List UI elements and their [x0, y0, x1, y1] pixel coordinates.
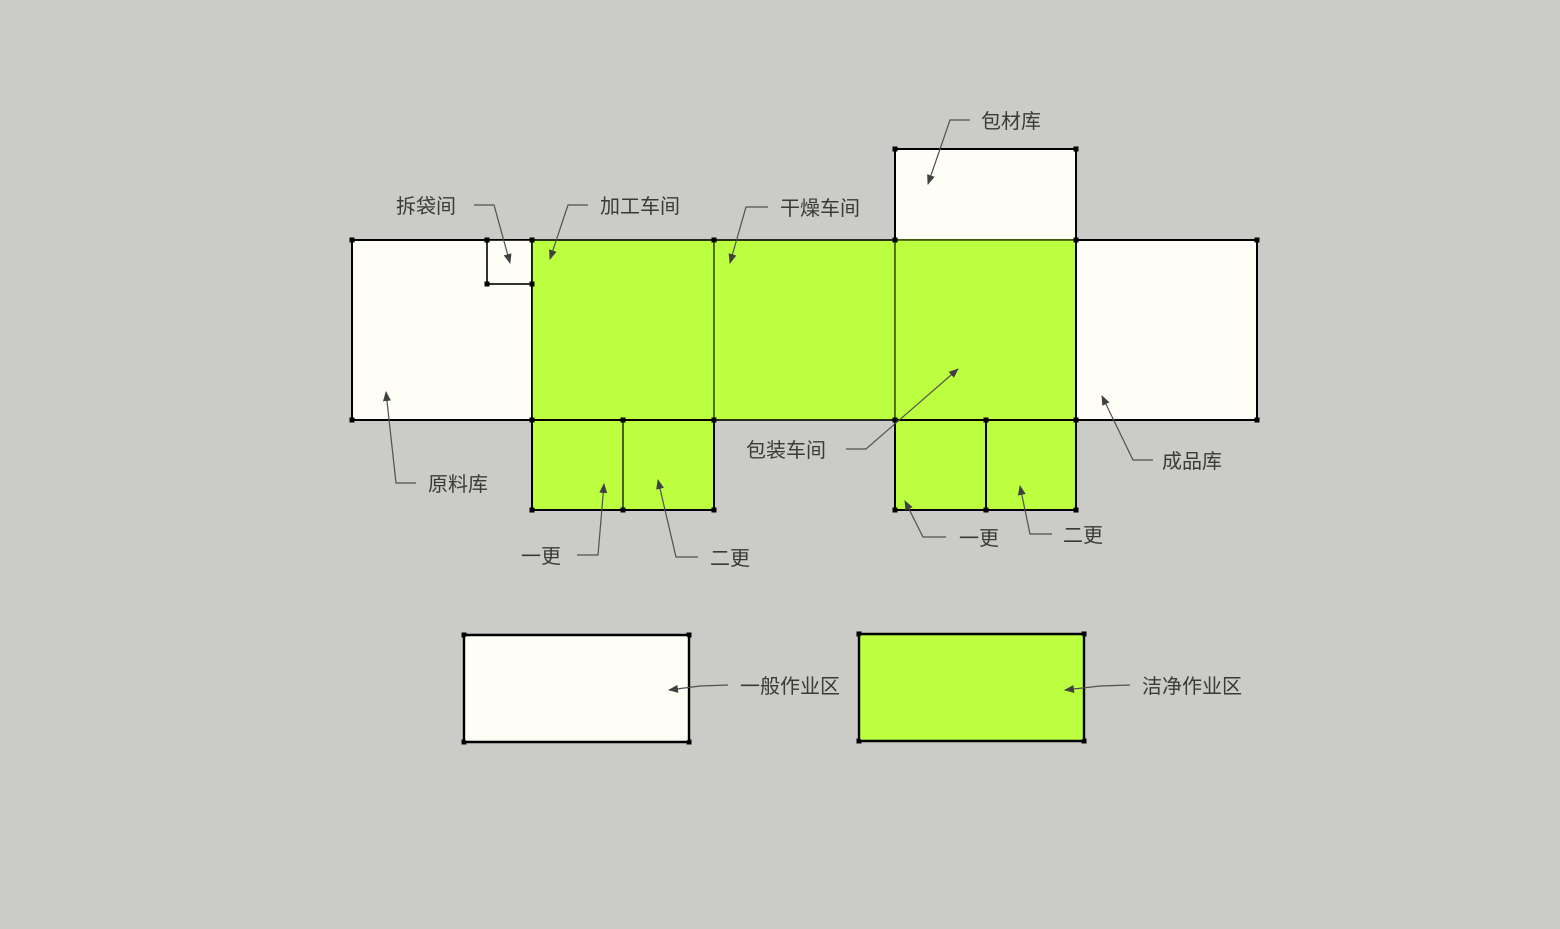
leader-packaging-workshop — [846, 368, 959, 450]
room-changing-room-1-left — [531, 419, 624, 511]
vertex-marker — [620, 417, 626, 423]
vertex-marker — [484, 281, 490, 287]
vertex-marker — [892, 507, 898, 513]
vertex-marker — [1081, 738, 1087, 744]
vertex-marker — [1073, 237, 1079, 243]
vertex-marker — [711, 417, 717, 423]
vertex-marker — [892, 237, 898, 243]
room-drying-workshop — [713, 239, 896, 421]
room-processing-workshop — [531, 239, 715, 421]
leader-changing-room-1-left — [577, 483, 608, 556]
label-raw-material-store: 原料库 — [428, 472, 488, 496]
vertex-marker — [1254, 417, 1260, 423]
vertex-marker — [1254, 237, 1260, 243]
vertex-marker — [1081, 631, 1087, 637]
room-changing-room-2-right — [985, 419, 1077, 511]
label-unbagging-room: 拆袋间 — [396, 194, 456, 218]
vertex-marker — [711, 237, 717, 243]
room-packaging-workshop — [894, 239, 1077, 421]
label-processing-workshop: 加工车间 — [600, 194, 680, 218]
vertex-marker — [711, 507, 717, 513]
legend-swatch-general-zone — [462, 633, 691, 744]
label-changing-room-1-right: 一更 — [959, 526, 999, 550]
label-changing-room-1-left: 一更 — [521, 544, 561, 568]
leader-lines — [383, 119, 1153, 693]
vertex-marker — [856, 738, 862, 744]
label-drying-workshop: 干燥车间 — [780, 196, 860, 220]
label-general-zone: 一般作业区 — [740, 674, 840, 698]
leader-processing-workshop — [549, 204, 588, 260]
vertex-marker — [686, 632, 692, 638]
vertex-marker — [349, 237, 355, 243]
vertex-marker — [1073, 507, 1079, 513]
rooms — [351, 148, 1258, 511]
label-clean-zone: 洁净作业区 — [1142, 674, 1242, 698]
vertex-marker — [983, 507, 989, 513]
vertex-marker — [1073, 146, 1079, 152]
labels: 拆袋间 加工车间 干燥车间 包材库 包装车间 原料库 成品库 一更 二更 一更 … — [396, 109, 1242, 698]
vertex-marker — [1073, 417, 1079, 423]
vertex-marker — [461, 632, 467, 638]
room-packaging-material-store — [894, 148, 1077, 241]
vertex-marker — [529, 507, 535, 513]
leader-changing-room-2-left — [656, 479, 698, 558]
label-packaging-workshop: 包装车间 — [746, 438, 826, 462]
leader-changing-room-2-right — [1017, 485, 1052, 535]
leader-general-zone — [668, 684, 729, 693]
vertex-marker — [983, 417, 989, 423]
leader-unbagging-room — [474, 204, 512, 264]
vertex-marker — [349, 417, 355, 423]
legend — [462, 632, 1086, 744]
vertex-marker — [529, 237, 535, 243]
vertex-marker — [529, 417, 535, 423]
vertex-marker — [484, 237, 490, 243]
room-finished-goods-store — [1075, 239, 1258, 421]
room-changing-room-1-right — [894, 419, 987, 511]
leader-packaging-material-store — [927, 119, 970, 185]
legend-swatch-clean-zone — [857, 632, 1086, 743]
label-changing-room-2-right: 二更 — [1063, 523, 1103, 547]
vertex-marker — [892, 146, 898, 152]
vertex-marker — [461, 739, 467, 745]
label-changing-room-2-left: 二更 — [710, 546, 750, 570]
leader-clean-zone — [1064, 684, 1131, 693]
vertex-marker — [856, 631, 862, 637]
vertex-marker — [892, 417, 898, 423]
leader-finished-goods-store — [1101, 395, 1153, 461]
vertex-markers — [349, 146, 1260, 745]
label-packaging-material-store: 包材库 — [981, 109, 1041, 133]
vertex-marker — [529, 281, 535, 287]
label-finished-goods-store: 成品库 — [1162, 449, 1222, 473]
room-changing-room-2-left — [622, 419, 715, 511]
vertex-marker — [686, 739, 692, 745]
leader-raw-material-store — [383, 391, 416, 484]
vertex-marker — [620, 507, 626, 513]
leader-drying-workshop — [728, 206, 768, 264]
leader-changing-room-1-right — [904, 500, 946, 538]
